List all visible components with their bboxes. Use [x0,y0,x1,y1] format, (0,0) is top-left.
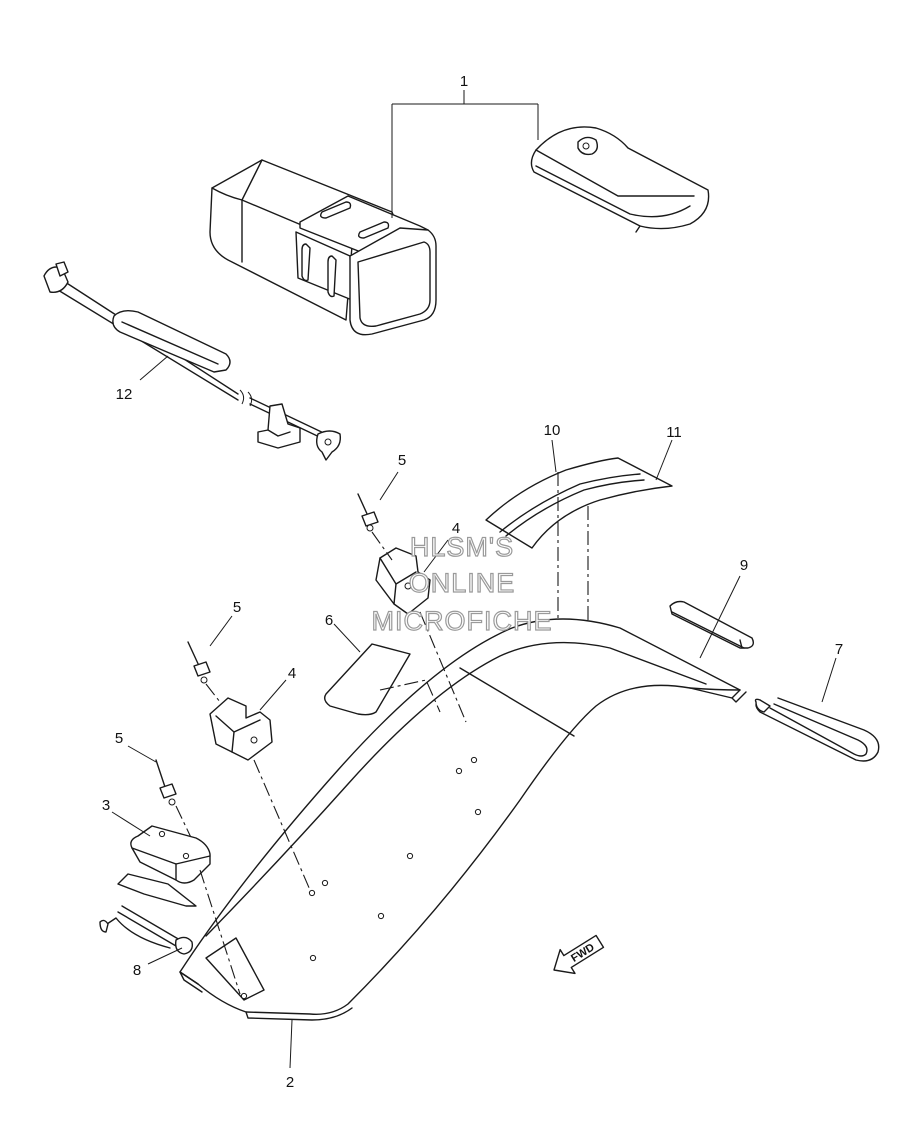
part-1-tool-bag [209,159,437,336]
callout-labels: 1 2 3 4 4 5 5 5 6 7 8 9 10 11 12 [102,73,843,1091]
part-7-hook [754,697,880,762]
part-5-screw-middle [187,641,211,684]
leader-11 [655,439,673,481]
part-4-bracket-upper [375,547,431,615]
callout-5-lower: 5 [115,730,123,747]
callout-8: 8 [133,962,141,979]
part-2-fender [179,618,747,1021]
callout-1: 1 [460,73,468,90]
callout-12: 12 [116,386,133,403]
part-4-bracket-lower [209,697,273,761]
part-3-hinge [117,825,211,907]
callout-4-lower: 4 [288,665,296,682]
leader-8 [147,947,183,965]
part-10-11-decals [485,457,673,549]
callout-10: 10 [544,422,561,439]
centerline-5-upper [371,531,393,561]
callout-3: 3 [102,797,110,814]
callout-2: 2 [286,1074,294,1091]
watermark: HLSM'S ONLINE MICROFICHE [371,531,553,636]
centerline-3 [199,869,241,995]
part-9-strip [669,600,755,649]
centerline-4-lower [253,759,311,891]
leader-4-upper [423,539,449,573]
leader-10 [551,439,557,473]
part-1-pouch [530,126,710,233]
part-12-cable [43,261,342,461]
part-8-pin [99,905,194,955]
centerline-4-upper [419,611,467,723]
leader-3 [111,811,151,837]
callout-7: 7 [835,641,843,658]
callout-4-upper: 4 [452,520,460,537]
leader-4-lower [259,679,287,711]
leader-7 [821,657,837,703]
leader-2 [289,1019,293,1069]
leader-12 [139,355,169,381]
part-5-screw-lower [155,759,177,806]
part-1-leader [391,90,539,218]
part-6-plate [323,643,411,716]
callout-5-upper: 5 [398,452,406,469]
fwd-arrow: FWD [553,934,605,975]
leader-5-middle [209,615,233,647]
part-5-screw-upper [357,493,379,532]
callout-5-middle: 5 [233,599,241,616]
callout-9: 9 [740,557,748,574]
leader-5-upper [379,471,399,501]
watermark-line-2: ONLINE [409,568,516,598]
callout-11: 11 [666,424,682,441]
watermark-line-3: MICROFICHE [372,606,553,636]
leader-9 [699,575,741,659]
watermark-line-1: HLSM'S [410,532,514,562]
leader-6 [333,623,361,653]
callout-6: 6 [325,612,333,629]
leader-5-lower [127,745,157,763]
centerline-5-middle [205,683,221,703]
centerline-6 [379,679,441,713]
